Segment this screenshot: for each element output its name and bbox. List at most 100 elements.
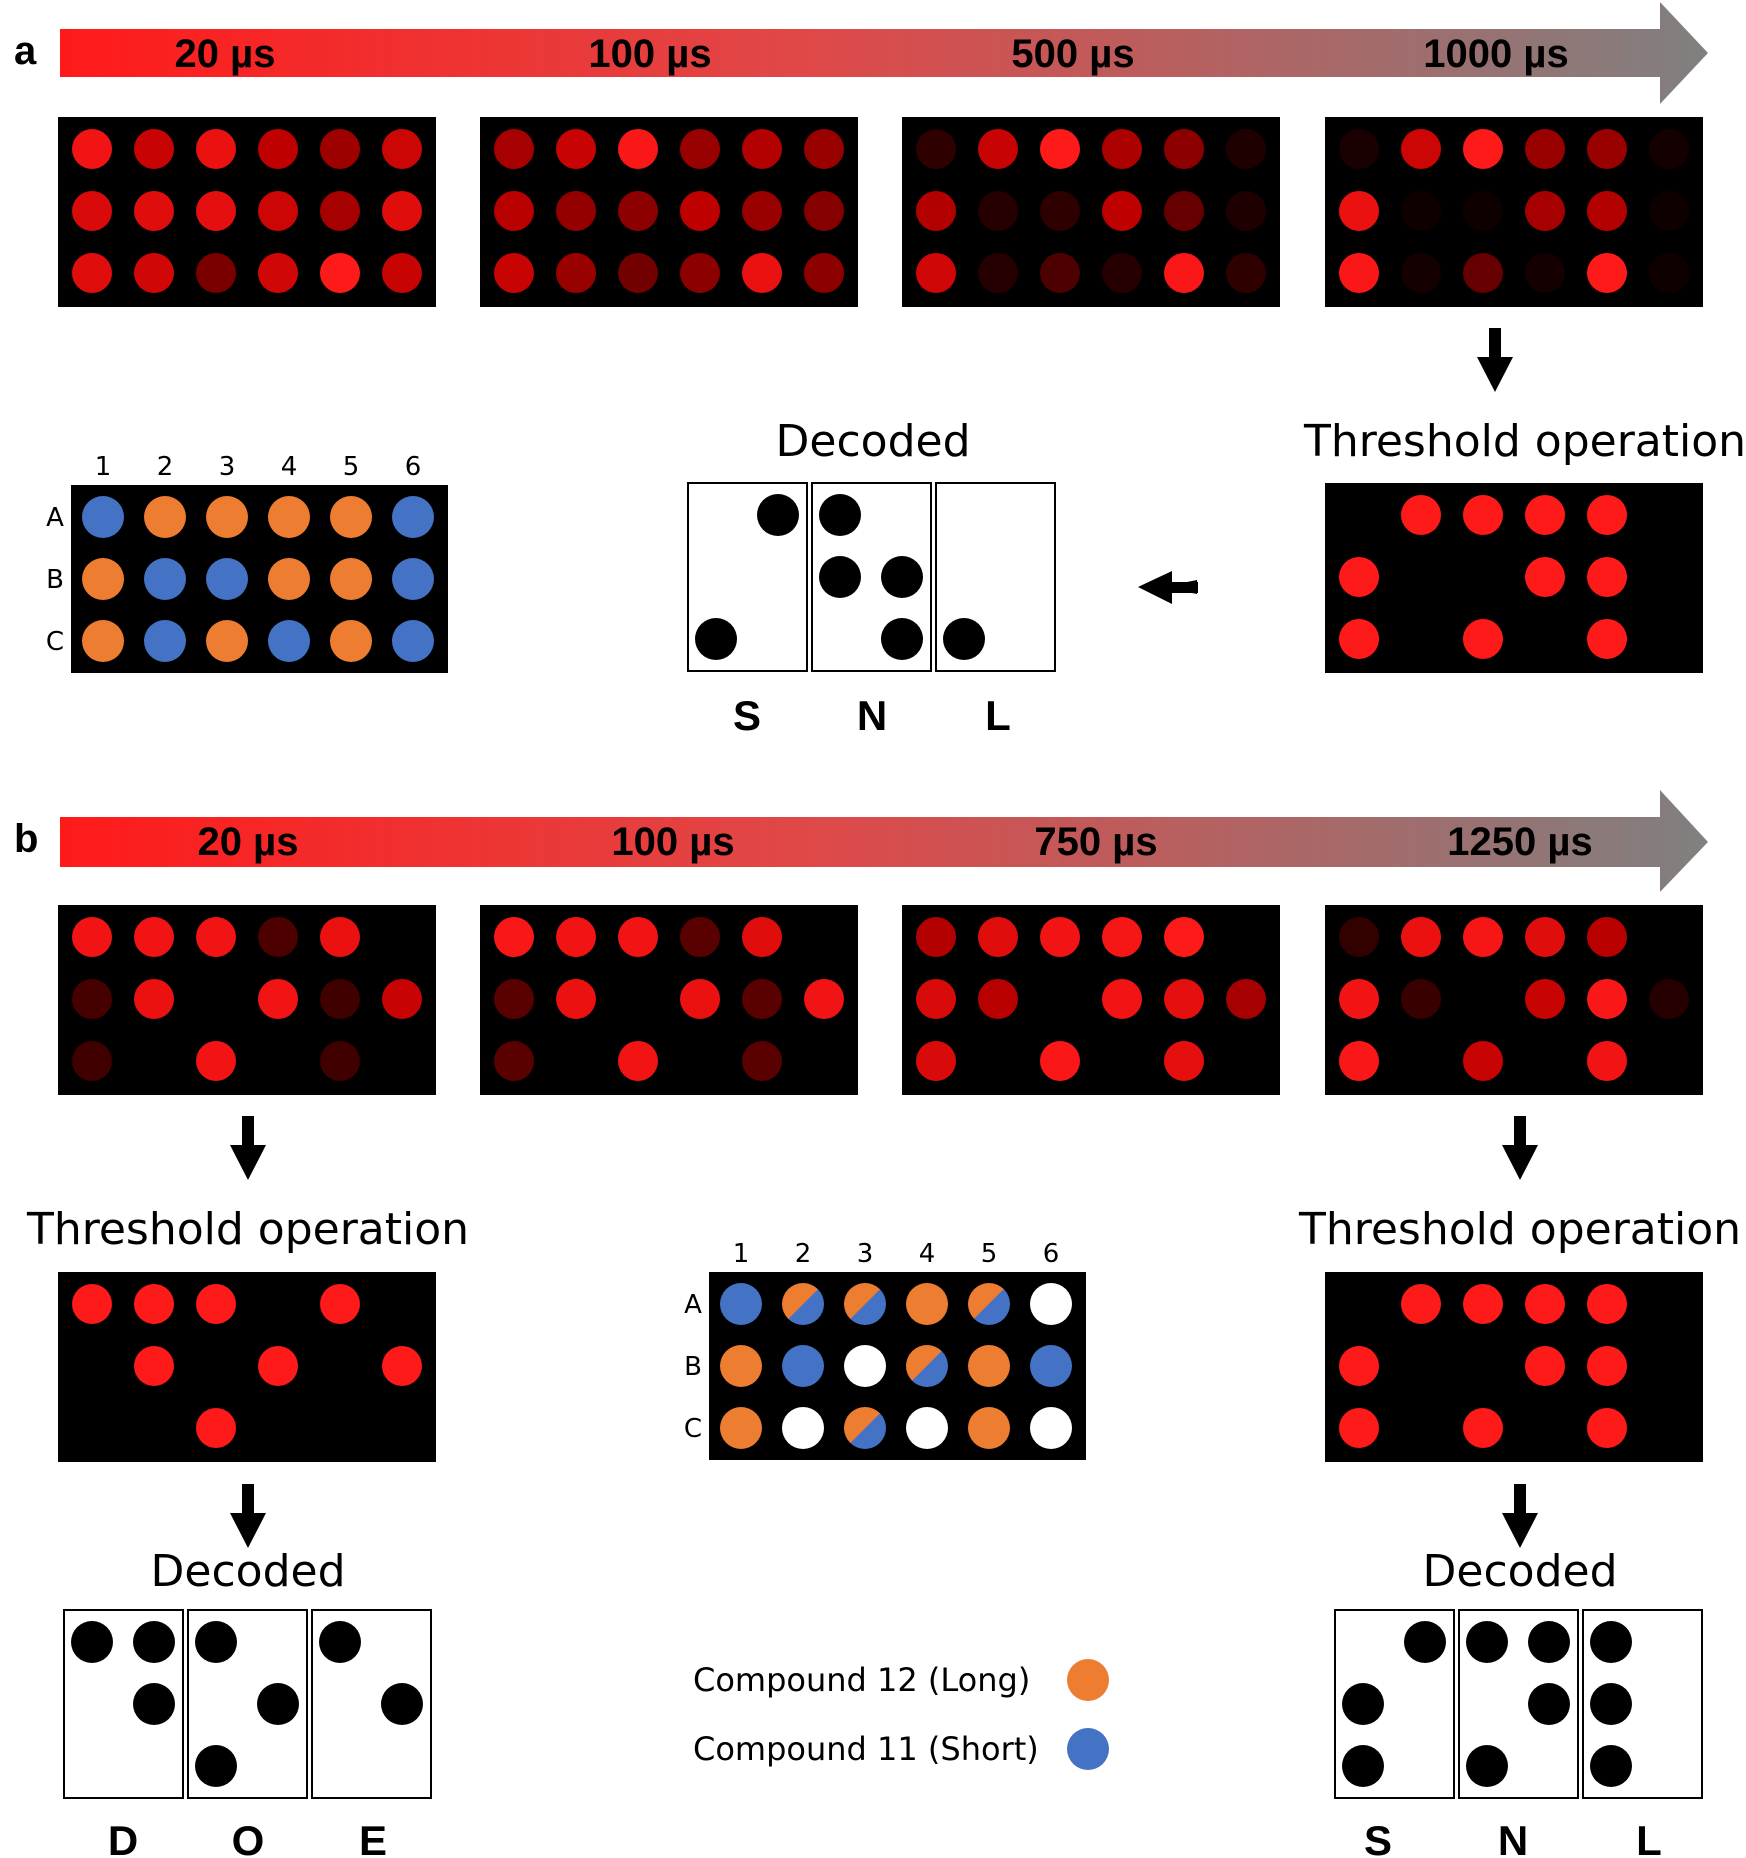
braille-dot xyxy=(943,618,985,660)
key-column-label: 5 xyxy=(981,1239,998,1269)
fluorescence-dot xyxy=(1164,191,1204,231)
fluorescence-dot xyxy=(1525,557,1565,597)
fluorescence-dot xyxy=(1339,129,1379,169)
threshold-label-a: Threshold operation xyxy=(1303,416,1746,467)
key-dot xyxy=(82,558,124,600)
fluorescence-dot xyxy=(1401,495,1441,535)
key-dot xyxy=(968,1283,1010,1325)
fluorescence-dot xyxy=(1463,191,1503,231)
frame-background xyxy=(480,117,858,307)
fluorescence-dot xyxy=(978,917,1018,957)
braille-dot xyxy=(1590,1621,1632,1663)
frame-background xyxy=(58,905,436,1095)
key-dot xyxy=(906,1407,948,1449)
fluorescence-dot xyxy=(1649,129,1689,169)
fluorescence-dot xyxy=(1040,1041,1080,1081)
decoded-letter-b-left-2: O xyxy=(232,1817,265,1858)
fluorescence-dot xyxy=(680,979,720,1019)
time-label-b-3: 750 µs xyxy=(1034,820,1157,864)
decoded-letter-b-right-2: N xyxy=(1498,1817,1528,1858)
time-label-a-4: 1000 µs xyxy=(1423,32,1568,76)
key-dot xyxy=(206,496,248,538)
panel-a-letter: a xyxy=(14,29,37,73)
fluorescence-dot xyxy=(1226,129,1266,169)
legend-label-long: Compound 12 (Long) xyxy=(693,1661,1030,1699)
fluorescence-dot xyxy=(1401,1284,1441,1324)
fluorescence-dot xyxy=(1164,979,1204,1019)
down-arrow-icon xyxy=(230,1116,266,1180)
key-dot xyxy=(144,558,186,600)
fluorescence-dot xyxy=(1339,1346,1379,1386)
fluorescence-dot xyxy=(72,1041,112,1081)
fluorescence-dot xyxy=(742,917,782,957)
decoded-braille-a xyxy=(687,482,1056,672)
braille-dot xyxy=(819,494,861,536)
fluorescence-dot xyxy=(1525,253,1565,293)
key-background xyxy=(709,1272,1086,1460)
fluorescence-dot xyxy=(494,917,534,957)
fluorescence-dot xyxy=(978,129,1018,169)
decoded-letter-b-right-3: L xyxy=(1636,1817,1662,1858)
fluorescence-dot xyxy=(1102,253,1142,293)
threshold-grid-b-left xyxy=(58,1272,436,1462)
braille-dot xyxy=(1590,1683,1632,1725)
fluorescence-dot xyxy=(1525,1284,1565,1324)
key-dot xyxy=(1030,1345,1072,1387)
key-row-label: C xyxy=(46,627,64,657)
fluorescence-dot xyxy=(72,979,112,1019)
decoded-label-b-left: Decoded xyxy=(151,1546,346,1597)
fluorescence-dot xyxy=(680,129,720,169)
down-arrow-icon xyxy=(1502,1484,1538,1548)
fluorescence-dot xyxy=(258,979,298,1019)
fluorescence-dot xyxy=(1649,191,1689,231)
fluorescence-dot xyxy=(1339,917,1379,957)
fluorescence-dot xyxy=(1339,979,1379,1019)
fluorescence-dot xyxy=(382,1346,422,1386)
fluorescence-dot xyxy=(1164,129,1204,169)
fluorescence-dot xyxy=(1401,979,1441,1019)
down-arrow-icon xyxy=(1477,328,1513,392)
key-column-label: 6 xyxy=(1043,1239,1060,1269)
decoded-letter-a-2: N xyxy=(857,692,887,739)
key-dot xyxy=(1030,1407,1072,1449)
braille-dot xyxy=(757,494,799,536)
key-dot xyxy=(392,496,434,538)
fluorescence-dot xyxy=(1463,495,1503,535)
fluorescence-dot xyxy=(1587,1346,1627,1386)
fluorescence-dot xyxy=(196,253,236,293)
braille-dot xyxy=(133,1683,175,1725)
fluorescence-dot xyxy=(1525,191,1565,231)
frame-background xyxy=(480,905,858,1095)
braille-dot xyxy=(1528,1683,1570,1725)
fluorescence-dot xyxy=(494,253,534,293)
fluorescence-dot xyxy=(320,1284,360,1324)
fluorescence-dot xyxy=(916,979,956,1019)
fluorescence-dot xyxy=(1463,1284,1503,1324)
fluorescence-dot xyxy=(382,253,422,293)
key-dot xyxy=(782,1345,824,1387)
fluorescence-dot xyxy=(1525,129,1565,169)
fluorescence-dot xyxy=(320,253,360,293)
fluorescence-dot xyxy=(1587,1041,1627,1081)
fluorescence-dot xyxy=(382,191,422,231)
fluorescence-dot xyxy=(382,979,422,1019)
key-dot xyxy=(330,620,372,662)
frame-b-750us xyxy=(902,905,1280,1095)
fluorescence-dot xyxy=(320,129,360,169)
decoded-label-b-right: Decoded xyxy=(1423,1546,1618,1597)
down-arrow-icon xyxy=(230,1484,266,1548)
fluorescence-dot xyxy=(134,917,174,957)
fluorescence-dot xyxy=(804,979,844,1019)
key-dot xyxy=(206,558,248,600)
fluorescence-dot xyxy=(1040,253,1080,293)
fluorescence-dot xyxy=(1102,979,1142,1019)
fluorescence-dot xyxy=(742,1041,782,1081)
fluorescence-dot xyxy=(1587,619,1627,659)
time-label-a-3: 500 µs xyxy=(1011,32,1134,76)
fluorescence-dot xyxy=(196,917,236,957)
braille-dot xyxy=(1590,1745,1632,1787)
fluorescence-dot xyxy=(1525,495,1565,535)
fluorescence-dot xyxy=(196,129,236,169)
fluorescence-dot xyxy=(680,917,720,957)
